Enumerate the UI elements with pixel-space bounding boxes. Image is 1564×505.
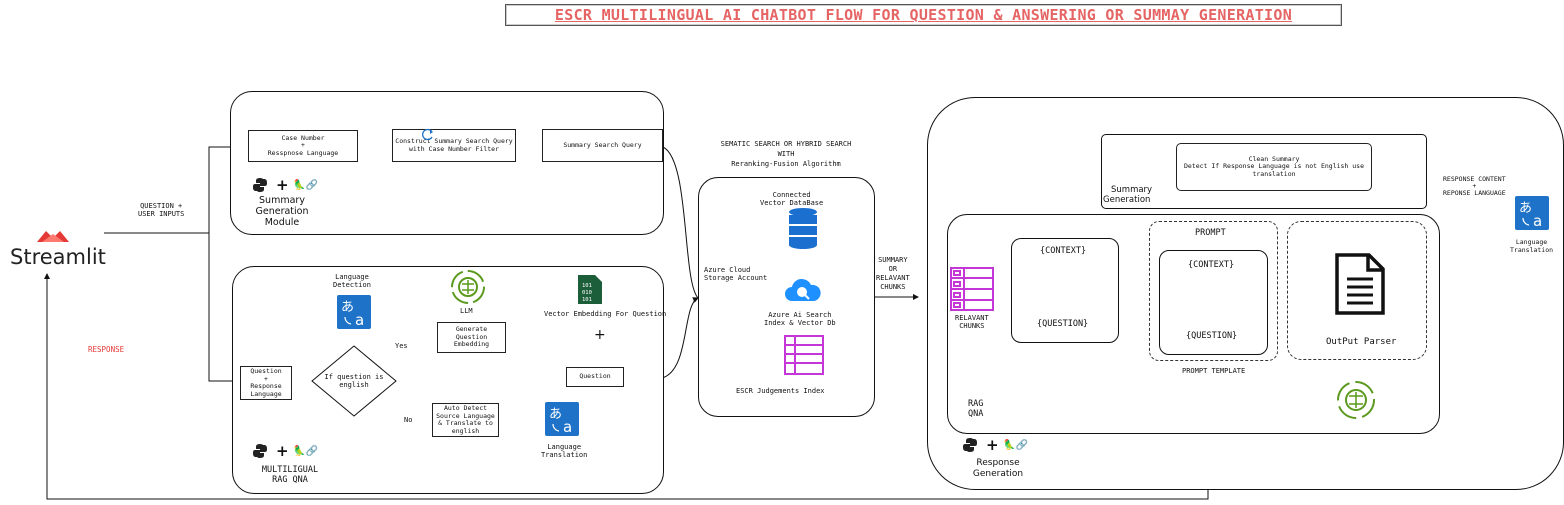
plus-sign: + — [276, 176, 289, 194]
llm-label: LLM — [460, 307, 473, 315]
streamlit-label: Streamlit — [10, 245, 106, 269]
diagram-title: ESCR MULTILINGUAL AI CHATBOT FLOW FOR QU… — [505, 4, 1342, 26]
prompt-template-label: PROMPT TEMPLATE — [1182, 367, 1246, 375]
langchain-icon: 🦜🔗 — [293, 180, 318, 191]
svg-text:101: 101 — [582, 283, 592, 289]
no-label: No — [404, 416, 413, 424]
language-translation-icon-right: あ a — [1515, 196, 1549, 230]
plus-sign-response: + — [986, 436, 999, 454]
context-question-box — [1011, 238, 1119, 343]
langchain-icon-response: 🦜🔗 — [1003, 440, 1028, 451]
azure-search-icon — [785, 278, 821, 301]
svg-text:あ: あ — [1519, 201, 1532, 216]
question-box: Question — [566, 367, 624, 387]
prompt-question-label: {QUESTION} — [1186, 331, 1238, 341]
plus-sign-rag2: + — [276, 442, 289, 460]
response-content-label: RESPONSE CONTENT+REPONSE LANGUAGE — [1443, 175, 1506, 197]
svg-text:あ: あ — [549, 407, 562, 422]
output-parser-label: OutPut Parser — [1326, 337, 1397, 347]
context-label: {CONTEXT} — [1040, 246, 1087, 256]
language-detection-icon: あ a — [337, 295, 371, 329]
case-number-box: Case Number+Resspnose Language — [248, 130, 358, 162]
svg-text:a: a — [563, 418, 572, 436]
python-icon-rag — [253, 444, 267, 458]
yes-label: Yes — [395, 342, 408, 350]
svg-text:010: 010 — [582, 290, 592, 296]
index-table-icon — [784, 335, 824, 375]
python-icon — [253, 178, 267, 192]
question-inputs-label: QUESTION +USER INPUTS — [138, 202, 185, 218]
multilingual-rag-qna-module — [232, 266, 664, 494]
escr-index-label: ESCR Judgements Index — [736, 387, 825, 395]
prompt-label: PROMPT — [1195, 228, 1226, 238]
streamlit-logo-icon — [37, 231, 69, 242]
svg-text:あ: あ — [341, 300, 354, 315]
vector-embedding-label: Vector Embedding For Question — [544, 310, 667, 318]
python-icon-response — [963, 438, 977, 452]
plus-sign-rag: + — [594, 327, 606, 343]
langchain-icon-rag: 🦜🔗 — [293, 446, 318, 457]
prompt-inner-box — [1159, 250, 1268, 355]
llm-icon-response — [1337, 381, 1375, 419]
summary-search-query-box: Summary Search Query — [542, 129, 663, 162]
file-binary-icon: 101 010 101 — [578, 275, 602, 304]
svg-text:101: 101 — [582, 297, 592, 303]
refresh-icon — [422, 128, 433, 141]
response-label: RESPONSE — [88, 345, 125, 354]
prompt-container — [1149, 221, 1278, 361]
document-icon — [1335, 253, 1385, 315]
database-icon — [789, 208, 817, 249]
relevant-chunks-icon — [950, 267, 994, 311]
output-parser-container — [1287, 221, 1427, 360]
summary-generation-module — [230, 91, 664, 235]
llm-icon — [451, 270, 485, 304]
svg-text:a: a — [355, 311, 364, 329]
question-label: {QUESTION} — [1037, 319, 1089, 329]
language-translation-icon: あ a — [545, 402, 579, 436]
language-decision-diamond — [311, 345, 397, 417]
prompt-context-label: {CONTEXT} — [1188, 260, 1235, 270]
svg-text:a: a — [1533, 212, 1542, 230]
